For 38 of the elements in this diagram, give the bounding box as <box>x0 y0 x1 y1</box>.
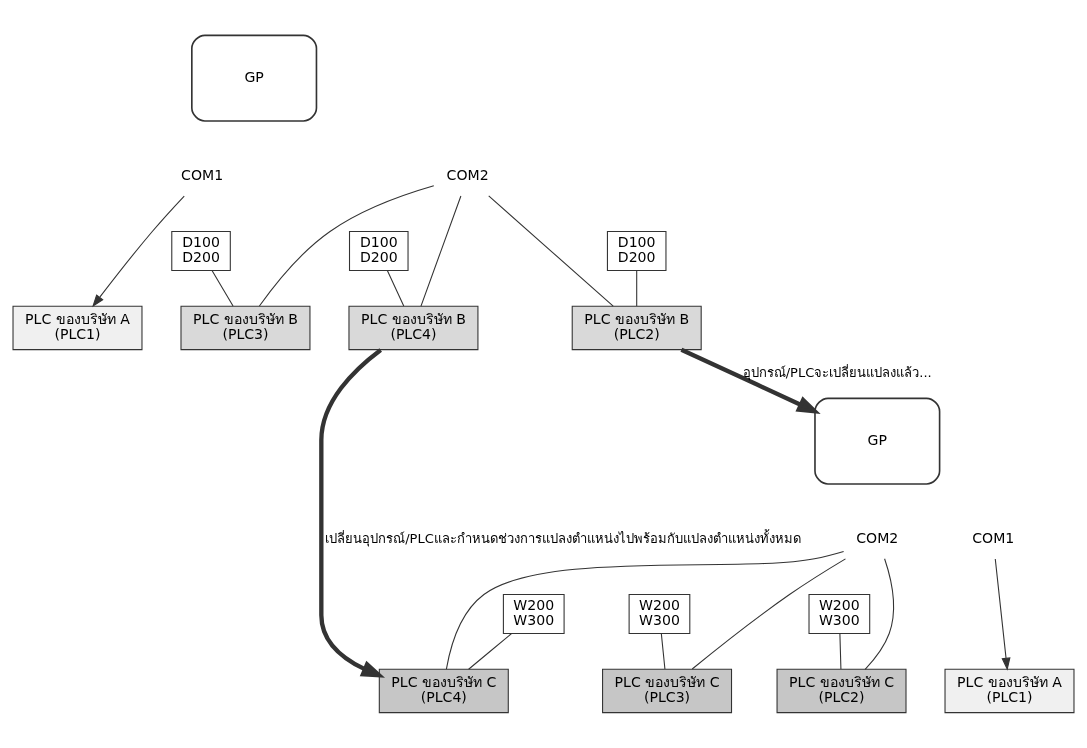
node-box: W200 W300 <box>628 594 691 635</box>
edge-label: เปลี่ยนอุปกรณ์/PLCและกำหนดช่วงการแปลงตำแหน่งไปพร้อมกับแปลงตำแหน่งทั้งหมด <box>325 530 801 546</box>
node-box: D100 D200 <box>171 230 231 272</box>
connector <box>636 270 638 307</box>
node-text: COM1 <box>181 166 224 183</box>
connector <box>386 270 405 307</box>
node-box: PLC ของบริษัท C (PLC2) <box>776 668 907 714</box>
node-box: PLC ของบริษัท A (PLC1) <box>12 305 143 351</box>
node-text: COM1 <box>972 529 1015 546</box>
node-box: PLC ของบริษัท B (PLC4) <box>348 305 479 351</box>
connector <box>420 195 462 307</box>
connector <box>211 270 234 307</box>
arrow <box>92 195 185 308</box>
connector <box>691 558 846 670</box>
node-box: D100 D200 <box>348 230 409 272</box>
node-box: PLC ของบริษัท B (PLC3) <box>180 305 311 351</box>
node-box: W200 W300 <box>502 594 565 635</box>
arrow <box>319 348 385 678</box>
node-box: W200 W300 <box>808 594 871 635</box>
node-box: GP <box>191 34 318 122</box>
connector <box>445 550 845 670</box>
connector <box>839 633 842 670</box>
connector <box>258 185 435 307</box>
node-box: PLC ของบริษัท C (PLC4) <box>378 668 509 714</box>
edge-label: อุปกรณ์/PLCจะเปลี่ยนแปลงแล้ว... <box>742 365 932 381</box>
connector <box>864 558 895 670</box>
node-box: PLC ของบริษัท C (PLC3) <box>602 668 733 714</box>
node-box: GP <box>814 397 941 485</box>
arrow <box>680 347 821 414</box>
connector <box>468 633 513 670</box>
node-text: COM2 <box>446 166 489 183</box>
connector <box>660 633 666 670</box>
node-box: PLC ของบริษัท A (PLC1) <box>944 668 1075 714</box>
arrow <box>994 558 1011 671</box>
node-text: COM2 <box>856 529 899 546</box>
node-box: PLC ของบริษัท B (PLC2) <box>571 305 702 351</box>
node-box: D100 D200 <box>606 230 667 272</box>
connector <box>488 195 614 307</box>
